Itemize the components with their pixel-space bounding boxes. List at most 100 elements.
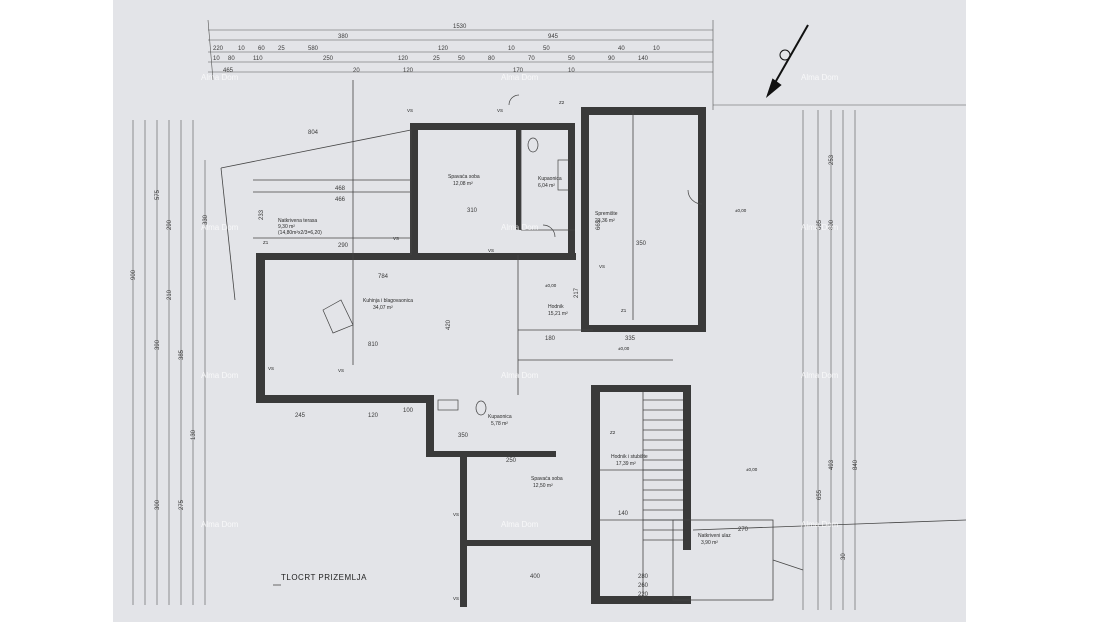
svg-text:10: 10 bbox=[653, 46, 660, 52]
svg-text:130: 130 bbox=[191, 429, 197, 440]
top-dimension-lines bbox=[207, 19, 714, 110]
svg-text:50: 50 bbox=[543, 46, 550, 52]
svg-text:90: 90 bbox=[608, 56, 615, 62]
svg-text:34,07 m²: 34,07 m² bbox=[373, 305, 393, 311]
svg-text:270: 270 bbox=[738, 527, 749, 533]
svg-text:30: 30 bbox=[841, 553, 847, 560]
wall-markers: VS VS VS VS VS VS VS VS VS Z1 Z1 Z2 Z2 ±… bbox=[263, 100, 758, 601]
dim-total-width: 1530 bbox=[453, 24, 467, 30]
svg-text:233: 233 bbox=[259, 209, 265, 220]
svg-text:900: 900 bbox=[131, 269, 137, 280]
svg-text:390: 390 bbox=[155, 339, 161, 350]
svg-text:290: 290 bbox=[167, 219, 173, 230]
stair-treads bbox=[643, 399, 683, 541]
svg-text:25: 25 bbox=[433, 56, 440, 62]
svg-text:Spavaća soba: Spavaća soba bbox=[448, 174, 480, 180]
svg-text:840: 840 bbox=[853, 459, 859, 470]
svg-text:250: 250 bbox=[506, 458, 517, 464]
svg-text:335: 335 bbox=[625, 336, 636, 342]
svg-text:Z1: Z1 bbox=[263, 240, 269, 245]
svg-text:6,04 m²: 6,04 m² bbox=[538, 183, 555, 189]
floor-plan-drawing: 1530 380 945 220 10 60 25 580 120 10 50 … bbox=[131, 19, 966, 610]
svg-text:±0,00: ±0,00 bbox=[545, 283, 557, 288]
svg-text:300: 300 bbox=[155, 499, 161, 510]
svg-text:Kupaonica: Kupaonica bbox=[488, 414, 512, 420]
svg-text:217: 217 bbox=[574, 287, 580, 298]
svg-text:Alma Dom: Alma Dom bbox=[501, 223, 539, 232]
svg-text:80: 80 bbox=[228, 56, 235, 62]
svg-text:220: 220 bbox=[213, 46, 224, 52]
svg-text:Alma Dom: Alma Dom bbox=[501, 371, 539, 380]
svg-text:VS: VS bbox=[268, 366, 274, 371]
svg-text:5,78 m²: 5,78 m² bbox=[491, 421, 508, 427]
svg-text:Alma Dom: Alma Dom bbox=[201, 223, 239, 232]
left-dimension-lines bbox=[132, 120, 206, 605]
svg-text:12,08 m²: 12,08 m² bbox=[453, 181, 473, 187]
svg-text:330: 330 bbox=[203, 214, 209, 225]
svg-text:VS: VS bbox=[393, 236, 399, 241]
svg-text:Z2: Z2 bbox=[610, 430, 616, 435]
svg-text:465: 465 bbox=[223, 68, 234, 74]
svg-text:100: 100 bbox=[403, 408, 414, 414]
svg-text:120: 120 bbox=[403, 68, 414, 74]
svg-text:VS: VS bbox=[407, 108, 413, 113]
room-labels: Natkrivena terasa 9,30 m² (14,80m²x2/3=6… bbox=[278, 174, 731, 546]
svg-text:350: 350 bbox=[458, 433, 469, 439]
svg-text:±0,00: ±0,00 bbox=[618, 346, 630, 351]
svg-text:10: 10 bbox=[238, 46, 245, 52]
svg-text:15,21 m²: 15,21 m² bbox=[548, 311, 568, 317]
svg-text:Alma Dom: Alma Dom bbox=[201, 73, 239, 82]
svg-text:275: 275 bbox=[179, 499, 185, 510]
fixtures bbox=[322, 94, 703, 416]
svg-text:580: 580 bbox=[308, 46, 319, 52]
svg-text:110: 110 bbox=[253, 56, 263, 62]
svg-text:245: 245 bbox=[295, 413, 306, 419]
svg-text:23,36 m²: 23,36 m² bbox=[595, 218, 615, 224]
svg-text:12,50 m²: 12,50 m² bbox=[533, 483, 553, 489]
svg-text:120: 120 bbox=[438, 46, 449, 52]
svg-text:3,90 m²: 3,90 m² bbox=[701, 540, 718, 546]
svg-text:VS: VS bbox=[453, 596, 459, 601]
svg-text:VS: VS bbox=[599, 264, 605, 269]
svg-text:290: 290 bbox=[338, 243, 349, 249]
svg-text:60: 60 bbox=[258, 46, 265, 52]
svg-text:665: 665 bbox=[596, 219, 602, 230]
interior-dimension-texts: 804 468 466 310 784 810 420 290 245 120 … bbox=[203, 130, 749, 598]
svg-text:Alma Dom: Alma Dom bbox=[501, 520, 539, 529]
svg-text:10: 10 bbox=[508, 46, 515, 52]
svg-text:493: 493 bbox=[829, 459, 835, 470]
dim-top-b: 945 bbox=[548, 34, 559, 40]
svg-text:±0,00: ±0,00 bbox=[735, 208, 747, 213]
svg-text:80: 80 bbox=[488, 56, 495, 62]
interior-lines bbox=[220, 80, 966, 601]
svg-text:400: 400 bbox=[530, 574, 541, 580]
svg-text:250: 250 bbox=[323, 56, 334, 62]
svg-text:9,30 m²: 9,30 m² bbox=[278, 224, 295, 230]
svg-text:20: 20 bbox=[353, 68, 360, 74]
svg-text:210: 210 bbox=[167, 289, 173, 300]
svg-text:655: 655 bbox=[817, 489, 823, 500]
svg-text:253: 253 bbox=[829, 154, 835, 165]
svg-text:Spavaća soba: Spavaća soba bbox=[531, 476, 563, 482]
svg-text:10: 10 bbox=[213, 56, 220, 62]
svg-text:Alma Dom: Alma Dom bbox=[201, 371, 239, 380]
svg-text:260: 260 bbox=[638, 583, 649, 589]
svg-text:Hodnik: Hodnik bbox=[548, 304, 564, 310]
svg-text:Alma Dom: Alma Dom bbox=[201, 520, 239, 529]
svg-text:Natkrivena terasa: Natkrivena terasa bbox=[278, 218, 317, 224]
svg-text:665: 665 bbox=[817, 219, 823, 230]
svg-text:±0,00: ±0,00 bbox=[746, 467, 758, 472]
svg-text:(14,80m²x2/3=6,20): (14,80m²x2/3=6,20) bbox=[278, 230, 322, 236]
svg-text:50: 50 bbox=[458, 56, 465, 62]
svg-text:VS: VS bbox=[338, 368, 344, 373]
svg-text:575: 575 bbox=[155, 189, 161, 200]
svg-text:220: 220 bbox=[638, 592, 649, 598]
svg-text:310: 310 bbox=[467, 208, 478, 214]
svg-text:784: 784 bbox=[378, 274, 389, 280]
svg-text:Hodnik i stubište: Hodnik i stubište bbox=[611, 454, 648, 460]
svg-text:Alma Dom: Alma Dom bbox=[801, 520, 839, 529]
floor-plan-sheet: 1530 380 945 220 10 60 25 580 120 10 50 … bbox=[113, 0, 966, 622]
watermarks: Alma Dom Alma Dom Alma Dom Alma Dom Alma… bbox=[201, 73, 839, 529]
svg-text:Z1: Z1 bbox=[621, 308, 627, 313]
svg-text:VS: VS bbox=[453, 512, 459, 517]
